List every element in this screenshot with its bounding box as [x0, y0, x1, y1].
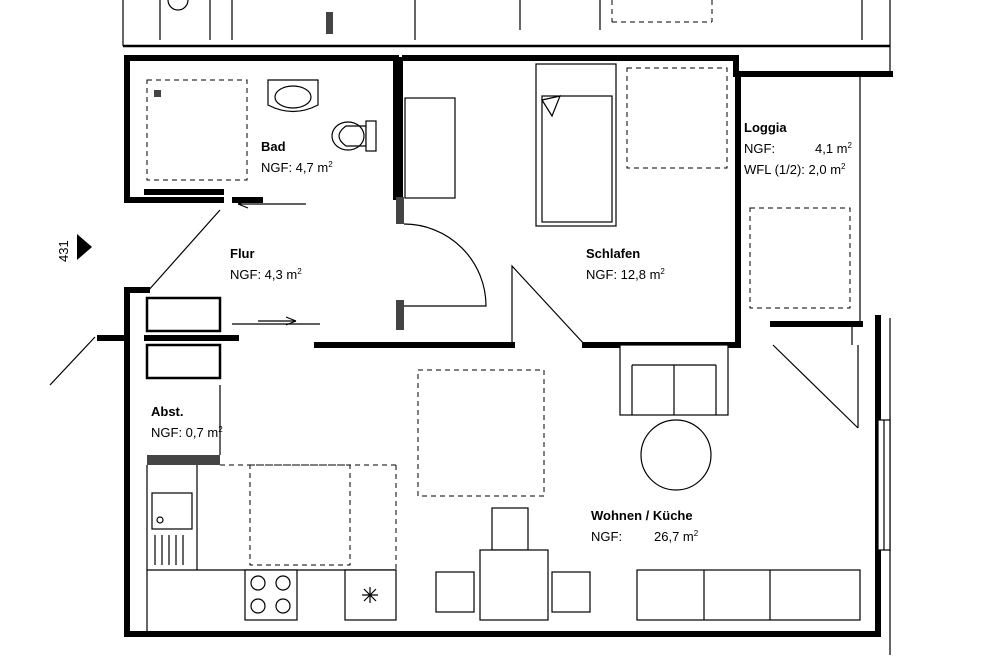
schlafen-area: NGF: 12,8 m2 — [586, 267, 665, 282]
flur-area: NGF: 4,3 m2 — [230, 267, 302, 282]
walls — [49, 55, 893, 655]
kitchen — [146, 464, 397, 634]
living-furniture — [417, 344, 861, 621]
flur-name: Flur — [230, 246, 255, 261]
abst-name: Abst. — [151, 404, 184, 419]
bad-area: NGF: 4,7 m2 — [261, 160, 333, 175]
room-labels: Bad NGF: 4,7 m2 Flur NGF: 4,3 m2 Schlafe… — [151, 120, 853, 544]
section-marker: 431 — [56, 234, 92, 262]
schlafen-name: Schlafen — [586, 246, 640, 261]
loggia-name: Loggia — [744, 120, 787, 135]
doors — [232, 199, 859, 429]
loggia-furniture — [749, 207, 851, 309]
bedroom-furniture — [404, 63, 728, 227]
wohnen-ngf-value: 26,7 m2 — [654, 529, 699, 544]
bad-name: Bad — [261, 139, 286, 154]
wohnen-ngf-label: NGF: — [591, 529, 622, 544]
section-number: 431 — [56, 240, 71, 262]
loggia-ngf-value: 4,1 m2 — [815, 141, 853, 156]
abst-area: NGF: 0,7 m2 — [151, 425, 223, 440]
bathroom-fixtures — [146, 79, 377, 181]
loggia-wfl: WFL (1/2): 2,0 m2 — [744, 162, 846, 177]
loggia-ngf-label: NGF: — [744, 141, 775, 156]
wohnen-name: Wohnen / Küche — [591, 508, 693, 523]
upper-building-edge — [122, 0, 891, 74]
section-arrow-icon — [77, 234, 92, 260]
